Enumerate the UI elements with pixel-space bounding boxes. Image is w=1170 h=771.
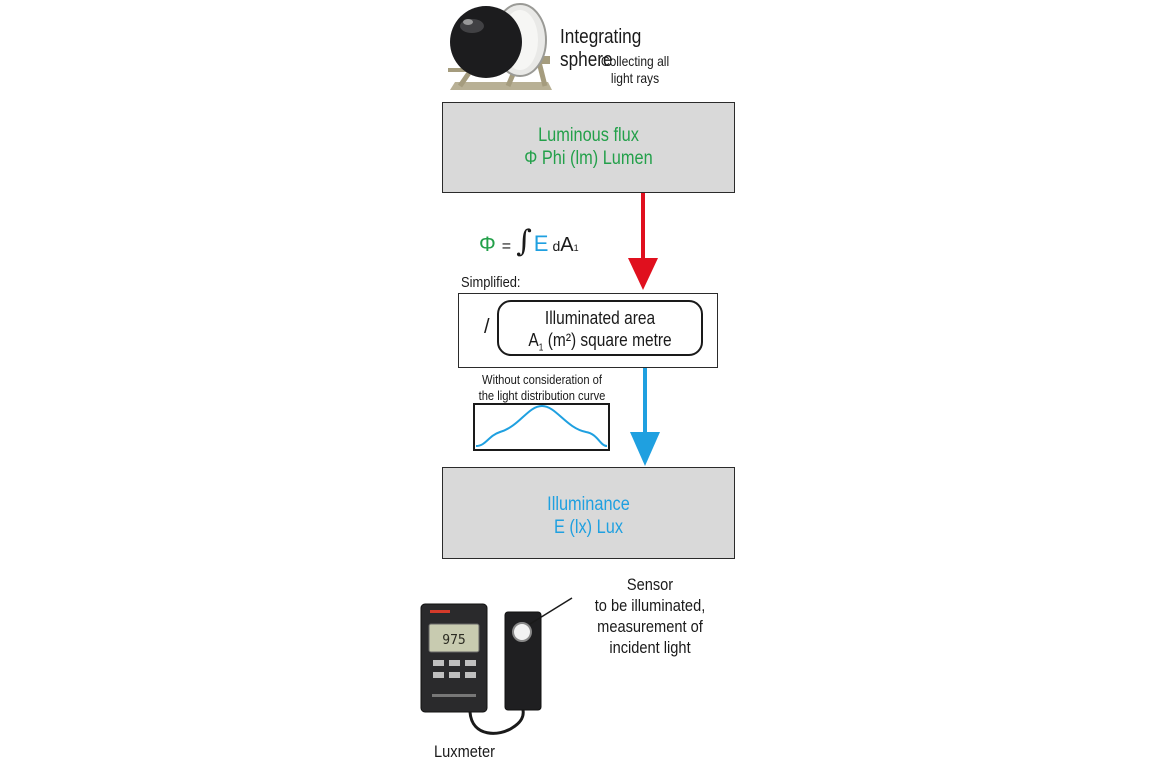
formula-a: A [560,234,574,256]
sphere-subtitle-line: light rays [610,70,660,86]
area-subscript: 1 [538,342,544,354]
red-arrow-icon [628,193,658,290]
sensor-line: measurement of [597,617,703,636]
division-operator: / [484,316,490,338]
luxmeter-label: Luxmeter [434,742,495,761]
sensor-line: Sensor [626,575,674,594]
illuminance-text: Illuminance E (lx) Lux [442,493,735,539]
sphere-subtitle-line: Collecting all [600,53,670,69]
sensor-description: Sensor to be illuminated, measurement of… [570,574,730,658]
distribution-note-line: Without consideration of [482,372,602,387]
illuminated-area-text: Illuminated area A1 (m²) square metre [497,307,703,360]
area-symbol: A [528,330,539,350]
illuminance-title: Illuminance [547,494,630,515]
formula-phi: Φ [479,233,496,256]
luxmeter-illustration: 975 [420,597,573,735]
sensor-line: incident light [609,638,691,657]
light-distribution-curve [473,403,610,451]
illuminance-unit: E (lx) Lux [553,517,624,538]
integral-icon: ∫ [516,224,532,259]
illuminated-area-unit: A1 (m²) square metre [511,329,688,360]
distribution-note: Without consideration of the light distr… [473,372,611,404]
formula-e: E [533,231,549,256]
formula-d: d [552,238,561,254]
formula-equals: = [501,238,512,255]
area-unit-rest: (m²) square metre [543,330,672,350]
illuminated-area-pill [497,300,703,356]
illuminated-area-title: Illuminated area [544,308,656,328]
simplified-label: Simplified: [461,274,521,291]
illuminance-box [442,467,735,559]
formula-subscript: 1 [573,243,579,253]
integrating-sphere-illustration [448,3,552,90]
luminous-flux-unit: Φ Phi (lm) Lumen [524,148,653,169]
distribution-note-line: the light distribution curve [478,388,606,403]
luxmeter-display: 975 [442,633,465,648]
luminous-flux-text: Luminous flux Φ Phi (lm) Lumen [442,124,735,170]
luminous-flux-box [442,102,735,193]
luminous-flux-title: Luminous flux [538,125,639,146]
blue-arrow-icon [630,368,660,466]
integrating-sphere-title: Integrating sphere [560,26,642,71]
integrating-sphere-subtitle: Collecting all light rays [588,53,683,87]
sensor-line: to be illuminated, [594,596,706,615]
